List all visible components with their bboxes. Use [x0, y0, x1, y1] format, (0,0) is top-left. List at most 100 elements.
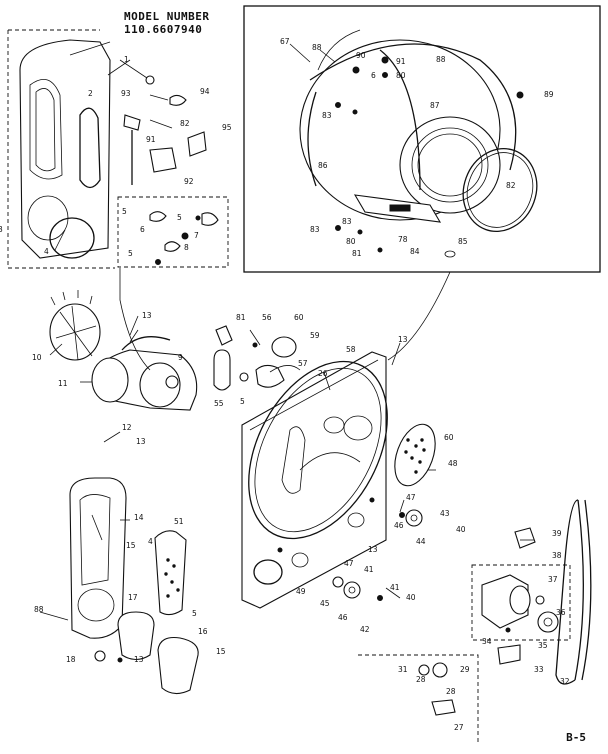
callout-90: 90 — [356, 51, 366, 60]
callout-88: 88 — [312, 43, 322, 52]
rear-bulkhead — [241, 351, 388, 609]
callout-56: 56 — [262, 313, 272, 322]
callout-91: 91 — [396, 57, 406, 66]
callout-88b: 88 — [436, 55, 446, 64]
callout-1: 1 — [124, 55, 129, 64]
callout-3: 3 — [0, 225, 3, 234]
callout-60a: 60 — [294, 313, 304, 322]
callout-36: 36 — [556, 608, 566, 617]
callout-89: 89 — [544, 90, 554, 99]
callout-80b: 80 — [346, 237, 356, 246]
callout-8: 8 — [184, 243, 189, 252]
callout-34: 34 — [482, 637, 492, 646]
callout-83a: 83 — [322, 111, 332, 120]
callout-67a: 67 — [280, 37, 290, 46]
callout-28: 28 — [416, 675, 426, 684]
hardware-box — [117, 196, 229, 268]
callout-81b: 81 — [236, 313, 246, 322]
callout-47a: 47 — [406, 493, 416, 502]
callout-94: 94 — [200, 87, 210, 96]
callout-2: 2 — [88, 89, 93, 98]
callout-5b: 5 — [177, 213, 182, 222]
callout-13c: 13 — [368, 545, 378, 554]
callout-41a: 41 — [364, 565, 374, 574]
callout-82b: 82 — [180, 119, 190, 128]
callout-4b: 4 — [148, 537, 153, 546]
front-panel-group — [7, 29, 207, 269]
callout-58: 58 — [346, 345, 356, 354]
callout-82: 82 — [506, 181, 516, 190]
callout-48: 48 — [448, 459, 458, 468]
callout-35: 35 — [538, 641, 548, 650]
callout-43a: 43 — [440, 509, 450, 518]
callout-15a: 15 — [126, 541, 136, 550]
model-number-value: 110.6607940 — [124, 23, 203, 36]
callout-39: 39 — [552, 529, 562, 538]
callout-93: 93 — [121, 89, 131, 98]
idler-box — [358, 654, 479, 745]
callout-15b: 15 — [216, 647, 226, 656]
callout-49: 49 — [296, 587, 306, 596]
callout-86: 86 — [318, 161, 328, 170]
lower-panels — [69, 477, 199, 695]
callout-27: 27 — [454, 723, 464, 732]
callout-59: 59 — [310, 331, 320, 340]
callout-5a: 5 — [122, 207, 127, 216]
callout-38: 38 — [552, 551, 562, 560]
page-number: B-5 — [566, 731, 586, 744]
callout-87: 87 — [430, 101, 440, 110]
callout-45: 45 — [320, 599, 330, 608]
bulkhead-hardware — [332, 509, 423, 601]
callout-78: 78 — [398, 235, 408, 244]
callout-5c: 5 — [128, 249, 133, 258]
callout-4: 4 — [44, 247, 49, 256]
model-number-label: MODEL NUMBER — [124, 10, 210, 23]
callout-11: 11 — [58, 379, 68, 388]
callout-42: 42 — [360, 625, 370, 634]
callout-92: 92 — [184, 177, 194, 186]
callout-29: 29 — [460, 665, 470, 674]
callout-37: 37 — [548, 575, 558, 584]
callout-7: 7 — [194, 231, 199, 240]
callout-13e: 13 — [134, 655, 144, 664]
callout-32: 32 — [560, 677, 570, 686]
callouts: 67 88 90 91 6 80 88 89 87 83 86 82 83 83… — [0, 37, 570, 732]
callout-18: 18 — [66, 655, 76, 664]
leader-lines — [39, 43, 534, 621]
callout-55: 55 — [214, 399, 224, 408]
callout-12: 12 — [122, 423, 132, 432]
drive-belt — [555, 499, 592, 685]
callout-5d: 5 — [240, 397, 245, 406]
callout-16: 16 — [198, 627, 208, 636]
callout-10: 10 — [32, 353, 42, 362]
callout-14: 14 — [134, 513, 144, 522]
motor-box — [471, 527, 571, 665]
callout-13d: 13 — [136, 437, 146, 446]
callout-83c: 83 — [310, 225, 320, 234]
callout-33: 33 — [534, 665, 544, 674]
callout-28b: 28 — [446, 687, 456, 696]
callout-6a: 6 — [371, 71, 376, 80]
blower-assembly — [49, 290, 198, 411]
callout-57: 57 — [298, 359, 308, 368]
callout-80a: 80 — [396, 71, 406, 80]
callout-60b: 60 — [444, 433, 454, 442]
lamp-thermostat-cluster — [213, 325, 301, 391]
callout-88c: 88 — [34, 605, 44, 614]
drum-inset-box — [243, 5, 601, 273]
callout-85: 85 — [458, 237, 468, 246]
callout-17: 17 — [128, 593, 138, 602]
callout-44: 44 — [416, 537, 426, 546]
callout-47b: 47 — [344, 559, 354, 568]
callout-6b: 6 — [140, 225, 145, 234]
callout-40b: 40 — [406, 593, 416, 602]
callout-13a: 13 — [142, 311, 152, 320]
callout-5e: 5 — [192, 609, 197, 618]
callout-46b: 46 — [338, 613, 348, 622]
callout-81a: 81 — [352, 249, 362, 258]
callout-13b: 13 — [398, 335, 408, 344]
element-disk — [394, 423, 436, 487]
callout-26: 26 — [318, 369, 328, 378]
callout-40a: 40 — [456, 525, 466, 534]
